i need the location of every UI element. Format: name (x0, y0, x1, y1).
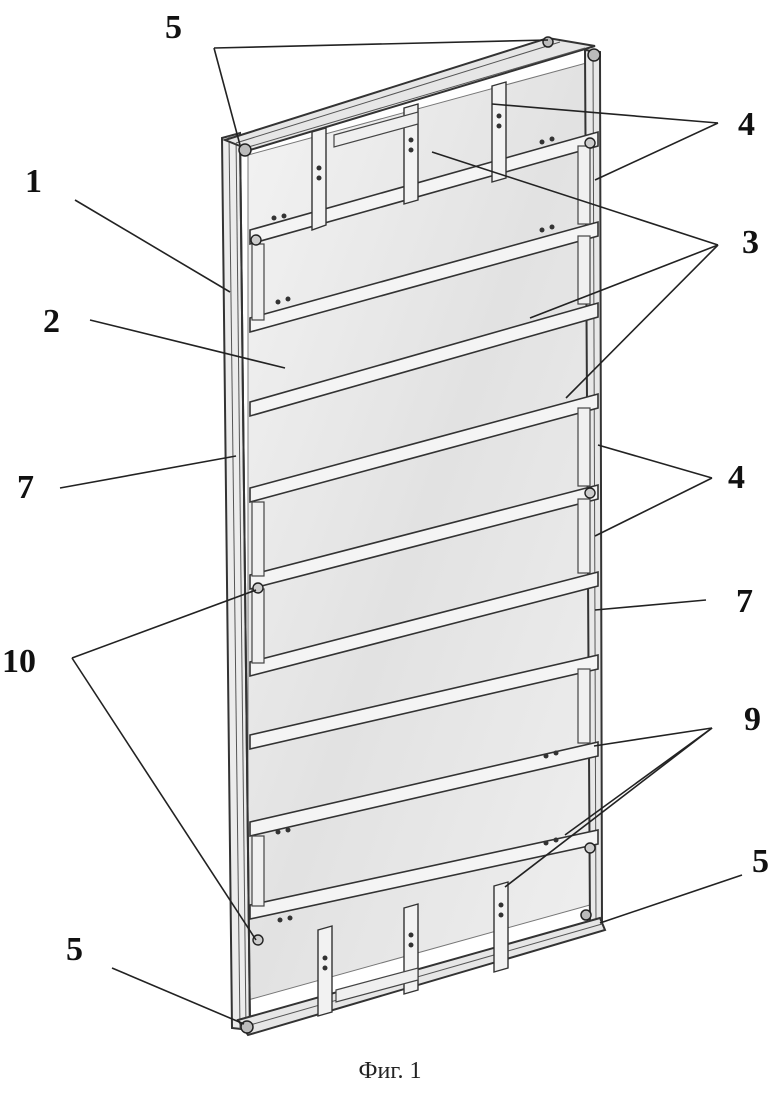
horizontal-ribs (249, 130, 599, 920)
callout-5-bottom: 5 (66, 931, 83, 968)
callout-7-right: 7 (736, 583, 753, 620)
leader-lines (59, 39, 743, 1025)
clamp-elements (250, 137, 596, 946)
vertical-stiffeners (251, 145, 591, 907)
bottom-vertical-ribs (317, 881, 509, 1017)
callout-1: 1 (25, 163, 42, 200)
callout-4-mid: 4 (728, 459, 745, 496)
callout-3: 3 (742, 224, 759, 261)
callout-10: 10 (2, 643, 36, 680)
connection-holes (271, 136, 559, 923)
callout-labels: 5 1 4 3 2 7 4 7 10 9 5 5 (2, 9, 769, 968)
callout-7-left: 7 (17, 469, 34, 506)
callout-5-top: 5 (165, 9, 182, 46)
top-vertical-ribs (311, 81, 507, 231)
callout-9: 9 (744, 701, 761, 738)
callout-2: 2 (43, 303, 60, 340)
figure-caption: Фиг. 1 (358, 1058, 422, 1084)
callout-4-top: 4 (738, 106, 755, 143)
callout-5-right: 5 (752, 843, 769, 880)
